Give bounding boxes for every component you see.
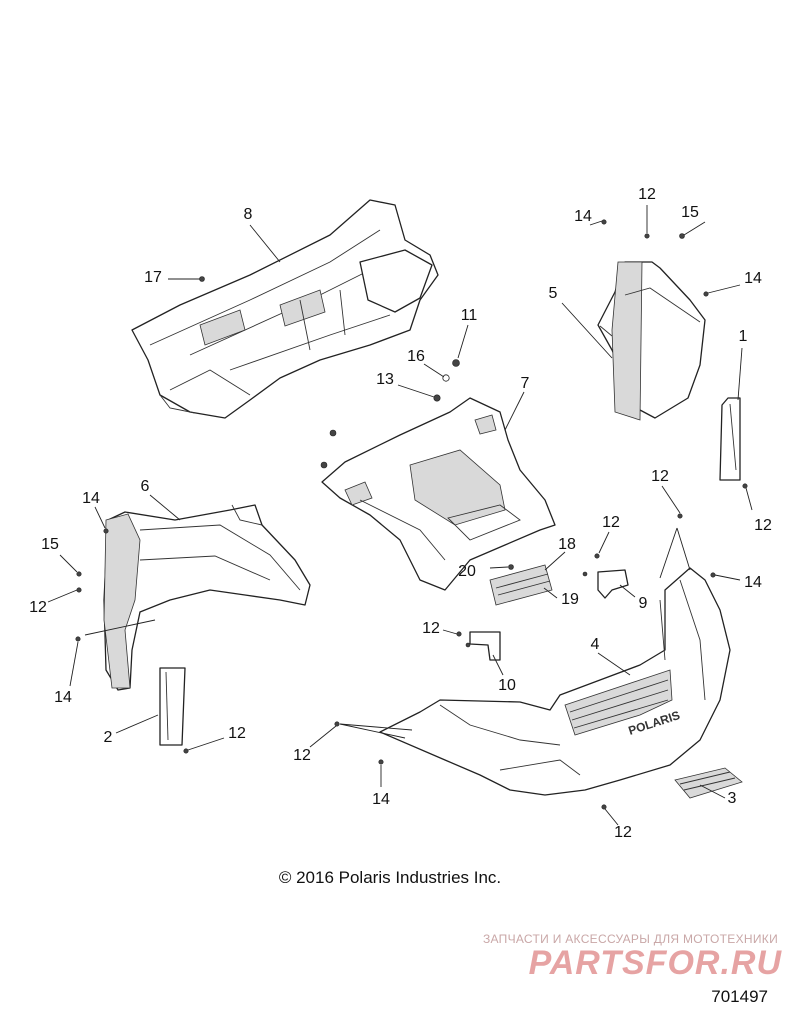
fastener-12-right (742, 483, 748, 489)
fastener-15-left (76, 571, 82, 577)
watermark-logo: PARTSFOR.RU (528, 944, 782, 982)
callout-10: 10 (498, 677, 516, 694)
callout-12-p10: 12 (422, 620, 440, 637)
part-3-bumper-grille (674, 767, 743, 799)
callout-11: 11 (461, 307, 478, 324)
diagram-reference-number: 701497 (711, 987, 768, 1006)
callout-6: 6 (141, 478, 150, 495)
callout-12-bottom: 12 (614, 824, 632, 841)
callout-14-lower-left: 14 (54, 689, 72, 706)
fasteners (75, 219, 748, 810)
fastener-12-bottom (601, 804, 607, 810)
callout-3: 3 (728, 790, 737, 807)
fastener-14-right (703, 291, 709, 297)
callout-20: 20 (458, 563, 476, 580)
callout-8: 8 (244, 206, 253, 223)
callout-19: 19 (561, 591, 579, 608)
fastener-20 (508, 564, 514, 570)
fastener-12-p10 (456, 631, 462, 637)
part-1-strip (719, 397, 741, 481)
fastener-12-bumper-left (334, 721, 340, 727)
part-10-bracket (469, 631, 501, 661)
watermark-tagline: ЗАПЧАСТИ И АКСЕССУАРЫ ДЛЯ МОТОТЕХНИКИ (482, 932, 778, 946)
callout-14-right: 14 (744, 270, 762, 287)
fastener-12-mid (594, 553, 600, 559)
callout-2: 2 (104, 729, 113, 746)
part-9-bracket (597, 569, 629, 599)
callout-labels: 8 17 14 12 15 14 5 1 12 11 16 13 7 6 14 … (29, 186, 772, 841)
fastener-10 (465, 642, 471, 648)
callout-12-right: 12 (754, 517, 772, 534)
callout-12-top: 12 (638, 186, 656, 203)
callout-16: 16 (407, 348, 425, 365)
part-7-center-hood (321, 397, 556, 591)
part-5-side-panel (597, 261, 706, 421)
fastener-14-lower-left (75, 636, 81, 642)
fastener-11 (452, 359, 460, 367)
part-2-strip (159, 667, 186, 746)
callout-12-strip: 12 (228, 725, 246, 742)
callout-12-mid: 12 (602, 514, 620, 531)
nut-13 (433, 394, 441, 402)
part-4-front-bumper: POLARIS (379, 567, 731, 796)
fastener-9 (582, 571, 588, 577)
part-6-left-fender (103, 504, 311, 691)
callout-18: 18 (558, 536, 576, 553)
fastener-14-bumper-bottom (378, 759, 384, 765)
fastener-12-left (76, 587, 82, 593)
copyright-notice: © 2016 Polaris Industries Inc. (278, 868, 502, 887)
callout-14-bumper-bottom: 14 (372, 791, 390, 808)
callout-12-bumper-left: 12 (293, 747, 311, 764)
fastener-12-strip (183, 748, 189, 754)
leader-lines (47, 205, 753, 826)
callout-5: 5 (549, 285, 558, 302)
fastener-7b (320, 461, 328, 469)
callout-9: 9 (639, 595, 648, 612)
fastener-14-bumper (710, 572, 716, 578)
callout-17: 17 (144, 269, 162, 286)
callout-1: 1 (739, 328, 748, 345)
washer-16 (442, 374, 450, 382)
callout-12-bumper-top: 12 (651, 468, 669, 485)
part-8-hood-panel (131, 199, 439, 419)
fastener-12-top (644, 233, 650, 239)
fastener-14-left (103, 528, 109, 534)
callout-7: 7 (521, 375, 530, 392)
callout-4: 4 (591, 636, 600, 653)
part-18-19-small-grille (489, 564, 553, 606)
fastener-12-bumper-top (677, 513, 683, 519)
callout-14-left: 14 (82, 490, 100, 507)
fastener-15-top (679, 233, 685, 239)
fastener-7a (329, 429, 337, 437)
callout-14-top: 14 (574, 208, 592, 225)
fastener-14-top (601, 219, 607, 225)
fastener-17 (199, 276, 205, 282)
callout-12-left: 12 (29, 599, 47, 616)
callout-15-top: 15 (681, 204, 699, 221)
callout-15-left: 15 (41, 536, 59, 553)
callout-14-bumper: 14 (744, 574, 762, 591)
callout-13: 13 (376, 371, 394, 388)
